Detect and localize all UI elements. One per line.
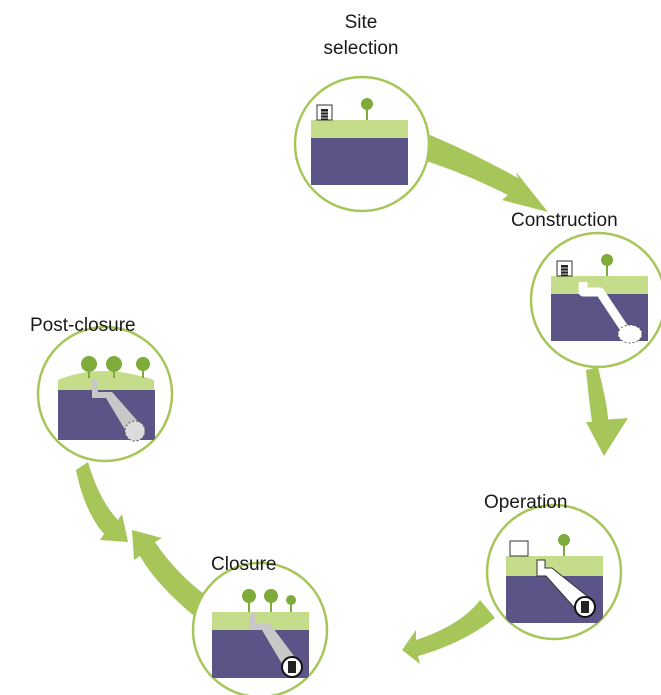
trees-icon <box>81 356 150 378</box>
stage-label-operation: Operation <box>484 492 568 513</box>
tunnel-excavation <box>578 282 643 344</box>
ground-layer <box>311 120 408 138</box>
stage-label-line: Site <box>344 12 378 33</box>
trees-icon <box>242 589 296 612</box>
tree-icon <box>361 98 373 120</box>
building-icon <box>556 260 573 277</box>
arrow-closure-to-postclosure <box>132 530 210 615</box>
stage-operation <box>485 503 623 641</box>
arrow-construction-to-operation <box>586 367 628 456</box>
tunnel-sealed <box>92 379 146 442</box>
tree-icon <box>558 534 570 556</box>
ground-layer <box>212 612 309 630</box>
stage-label-site-selection: Site selection <box>305 10 417 61</box>
ground-layer <box>506 556 603 576</box>
building-icon <box>316 104 333 121</box>
tunnel-operating <box>536 559 596 618</box>
cycle-arrows <box>76 135 628 664</box>
arrow-postclosure-to-site <box>76 462 128 542</box>
stage-label-construction: Construction <box>511 210 618 231</box>
stage-construction <box>529 231 661 369</box>
tunnel-backfilled <box>249 614 303 678</box>
stage-site-selection <box>293 75 431 213</box>
stage-post-closure <box>36 325 174 463</box>
arrow-operation-to-closure <box>402 600 495 664</box>
arrow-site-to-construction <box>423 135 548 212</box>
stage-label-post-closure: Post-closure <box>30 315 136 336</box>
stage-label-closure: Closure <box>211 554 277 575</box>
stage-closure <box>191 561 329 695</box>
bedrock-layer <box>311 138 408 185</box>
building-outline-icon <box>509 540 529 557</box>
ground-layer <box>551 276 648 294</box>
stage-label-line: selection <box>323 37 399 59</box>
tree-icon <box>601 254 613 276</box>
ground-layer <box>58 371 154 390</box>
